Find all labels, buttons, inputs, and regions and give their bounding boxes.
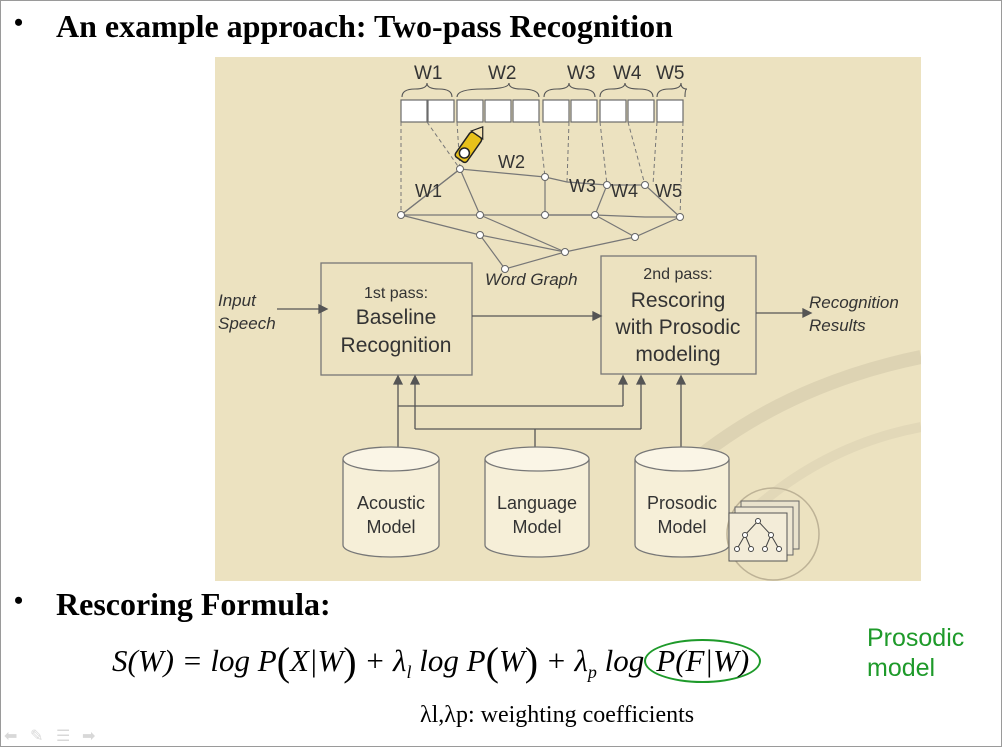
second-pass-line: with Prosodic xyxy=(615,316,741,339)
pencil-cursor-icon xyxy=(454,125,484,164)
flow-arrows xyxy=(277,303,813,322)
weighting-coefficients-note: λl,λp: weighting coefficients xyxy=(420,702,695,728)
first-pass-title: 1st pass: xyxy=(364,285,428,302)
formula-log-p: log P xyxy=(411,643,486,678)
rescoring-formula: S(W) = log P(X|W) + λl log P(W) + λp log… xyxy=(112,638,762,685)
two-pass-diagram: W1 W2 W3 W4 W5 xyxy=(215,57,921,581)
forward-arrow-icon[interactable]: ➡ xyxy=(82,728,96,745)
annotation-line: model xyxy=(867,654,936,682)
output-label: Recognition xyxy=(809,293,899,312)
model-label: Prosodic xyxy=(647,493,717,513)
formula-log: log xyxy=(596,643,645,678)
diagram-canvas: W1 W2 W3 W4 W5 xyxy=(218,63,921,581)
model-label: Model xyxy=(657,517,706,537)
tree-thumbnail-icon xyxy=(726,487,820,581)
formula-subscript-p: p xyxy=(587,662,597,683)
output-label: Results xyxy=(809,316,866,335)
word-graph-lattice xyxy=(400,168,681,270)
model-label: Acoustic xyxy=(357,493,425,513)
formula-term-x-given-w: X|W xyxy=(290,643,344,678)
lattice-nodes xyxy=(397,165,684,273)
bullet-marker: • xyxy=(14,8,24,37)
model-connectors xyxy=(392,374,687,449)
graph-word-label: W2 xyxy=(498,152,525,172)
back-arrow-icon[interactable]: ⬅ xyxy=(4,728,18,745)
first-pass-line: Recognition xyxy=(341,334,452,357)
pen-icon[interactable]: ✎ xyxy=(30,728,44,745)
first-pass-line: Baseline xyxy=(356,306,437,329)
formula-lhs: S(W) = log P xyxy=(112,643,277,678)
top-word-label: W2 xyxy=(488,63,517,84)
word-graph-label: Word Graph xyxy=(485,270,578,289)
second-pass-title: 2nd pass: xyxy=(643,266,712,283)
formula-term-f-given-w: P(F|W) xyxy=(656,643,750,678)
annotation-line: Prosodic xyxy=(867,624,965,652)
formula-subscript-l: l xyxy=(406,662,412,683)
prosodic-model-cylinder xyxy=(634,446,730,558)
second-pass-line: Rescoring xyxy=(631,289,726,312)
input-label: Speech xyxy=(218,314,276,333)
top-word-label: W4 xyxy=(613,63,642,84)
word-braces xyxy=(401,82,688,98)
model-label: Model xyxy=(366,517,415,537)
model-label: Model xyxy=(512,517,561,537)
frame-row xyxy=(400,99,684,123)
top-word-label: W1 xyxy=(414,63,443,84)
graph-word-label: W5 xyxy=(655,181,682,201)
prosodic-model-annotation: Prosodic model xyxy=(867,623,987,683)
heading-two-pass: An example approach: Two-pass Recognitio… xyxy=(56,8,673,44)
model-label: Language xyxy=(497,493,577,513)
top-word-label: W3 xyxy=(567,63,596,84)
second-pass-line: modeling xyxy=(635,343,720,366)
slide-nav-toolbar: ⬅ ✎ ☰ ➡ xyxy=(4,726,154,746)
alignment-lines xyxy=(400,121,684,218)
language-model-cylinder xyxy=(484,446,590,558)
menu-icon[interactable]: ☰ xyxy=(56,728,71,745)
formula-plus-lambda-p: + λ xyxy=(545,643,588,678)
prosodic-term-ellipse: P(F|W) xyxy=(644,639,762,683)
graph-word-label: W4 xyxy=(611,181,638,201)
first-pass-box xyxy=(320,262,473,376)
formula-term-w: W xyxy=(498,643,525,678)
graph-word-label: W1 xyxy=(415,181,442,201)
heading-rescoring: Rescoring Formula: xyxy=(56,586,331,622)
top-word-label: W5 xyxy=(656,63,685,84)
acoustic-model-cylinder xyxy=(342,446,440,558)
bullet-marker: • xyxy=(14,586,24,615)
second-pass-box xyxy=(600,255,757,375)
graph-word-label: W3 xyxy=(569,176,596,196)
input-label: Input xyxy=(218,291,257,310)
formula-plus-lambda-l: + λ xyxy=(364,643,407,678)
